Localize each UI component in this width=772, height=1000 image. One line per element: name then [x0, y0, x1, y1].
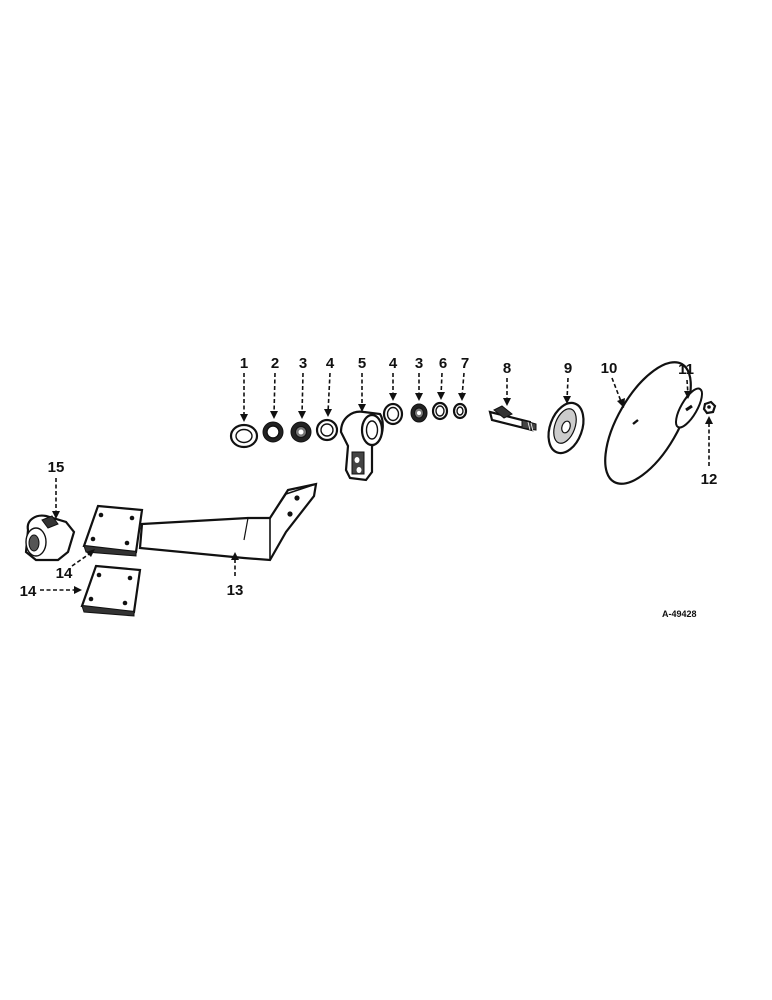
part-2-bushing — [262, 421, 284, 443]
callout-10: 10 — [601, 360, 618, 377]
callout-5: 5 — [358, 355, 366, 372]
callout-3: 3 — [299, 355, 307, 372]
callout-9: 9 — [564, 360, 572, 377]
callouts: 1 2 3 4 5 4 3 6 7 8 9 10 11 12 13 14 14 … — [20, 355, 718, 600]
part-4-seal — [315, 418, 339, 442]
part-12-nut — [702, 400, 717, 415]
callout-11: 11 — [678, 361, 694, 378]
part-3-bearing-second — [410, 403, 428, 423]
part-6-washer — [431, 401, 449, 421]
callout-1: 1 — [240, 355, 248, 372]
callout-12: 12 — [701, 471, 718, 488]
reference-code: A-49428 — [662, 609, 697, 619]
callout-14-lower: 14 — [20, 583, 37, 600]
callout-2: 2 — [271, 355, 279, 372]
part-15-clamp — [24, 514, 76, 562]
callout-7: 7 — [461, 355, 469, 372]
callout-14-upper: 14 — [56, 565, 73, 582]
callout-13: 13 — [227, 582, 244, 599]
part-14-plate-lower — [80, 564, 142, 617]
part-4-seal-second — [382, 402, 404, 426]
part-14-plate-upper — [82, 504, 144, 557]
part-8-spindle — [488, 405, 537, 432]
part-1-ring — [229, 423, 259, 449]
part-13-bracket — [138, 482, 318, 562]
part-5-housing — [339, 410, 384, 482]
callout-6: 6 — [439, 355, 447, 372]
callout-4: 4 — [326, 355, 335, 372]
part-9-hub — [547, 401, 585, 455]
part-11-washer — [675, 387, 703, 429]
part-10-disk — [604, 361, 692, 485]
leader-lines — [40, 372, 713, 594]
part-3-bearing — [290, 421, 312, 443]
part-7-ring — [452, 402, 468, 420]
callout-8: 8 — [503, 360, 511, 377]
callout-3-second: 3 — [415, 355, 423, 372]
callout-4-second: 4 — [389, 355, 398, 372]
callout-15: 15 — [48, 459, 65, 476]
